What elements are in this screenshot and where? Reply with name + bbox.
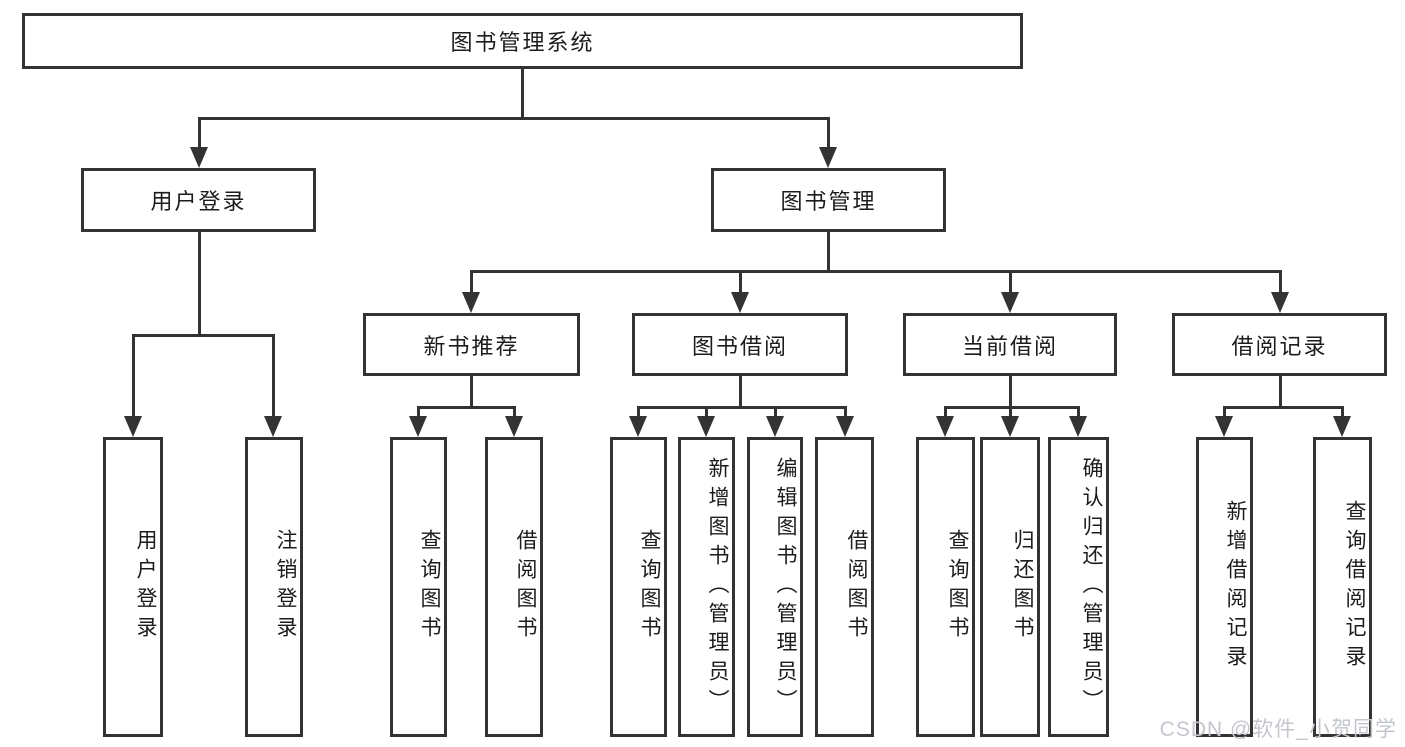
node-book-management: 图书管理 — [711, 168, 946, 232]
arrow-down-icon — [1215, 416, 1233, 437]
connector-line — [512, 407, 516, 416]
connector-line — [416, 405, 516, 409]
leaf-borrow-books-recommend: 借阅图书 — [485, 437, 543, 737]
arrow-down-icon — [766, 416, 784, 437]
connector-line — [469, 269, 1282, 273]
connector-line — [943, 407, 947, 416]
arrow-down-icon — [124, 416, 142, 437]
connector-line — [773, 407, 777, 416]
leaf-query-books-current: 查询图书 — [916, 437, 975, 737]
connector-line — [1008, 407, 1012, 416]
leaf-add-books-admin: 新增图书（管理员） — [678, 437, 735, 737]
connector-line — [131, 335, 135, 416]
connector-line — [1008, 376, 1012, 409]
connector-line — [826, 118, 830, 147]
arrow-down-icon — [936, 416, 954, 437]
connector-line — [1222, 405, 1344, 409]
arrow-down-icon — [1001, 292, 1019, 313]
node-book-borrow: 图书借阅 — [632, 313, 848, 376]
connector-line — [469, 376, 473, 409]
arrow-down-icon — [1271, 292, 1289, 313]
arrow-down-icon — [409, 416, 427, 437]
arrow-down-icon — [1069, 416, 1087, 437]
connector-line — [1076, 407, 1080, 416]
connector-line — [197, 232, 201, 337]
connector-line — [520, 69, 524, 120]
connector-line — [704, 407, 708, 416]
connector-line — [738, 271, 742, 292]
connector-line — [826, 232, 830, 273]
arrow-down-icon — [190, 147, 208, 168]
arrow-down-icon — [264, 416, 282, 437]
connector-line — [271, 335, 275, 416]
leaf-confirm-return-admin: 确认归还（管理员） — [1048, 437, 1109, 737]
node-current-borrow: 当前借阅 — [903, 313, 1117, 376]
connector-line — [943, 405, 1080, 409]
leaf-query-books-recommend: 查询图书 — [390, 437, 447, 737]
node-borrow-records: 借阅记录 — [1172, 313, 1387, 376]
leaf-query-books-borrow: 查询图书 — [610, 437, 667, 737]
connector-line — [131, 333, 275, 337]
arrow-down-icon — [819, 147, 837, 168]
connector-line — [843, 407, 847, 416]
connector-line — [416, 407, 420, 416]
connector-line — [1340, 407, 1344, 416]
node-user-login: 用户登录 — [81, 168, 316, 232]
leaf-user-login: 用户登录 — [103, 437, 163, 737]
leaf-borrow-books: 借阅图书 — [815, 437, 874, 737]
arrow-down-icon — [629, 416, 647, 437]
arrow-down-icon — [836, 416, 854, 437]
connector-line — [197, 116, 830, 120]
node-new-book-recommend: 新书推荐 — [363, 313, 580, 376]
leaf-edit-books-admin: 编辑图书（管理员） — [747, 437, 803, 737]
connector-line — [738, 376, 742, 409]
connector-line — [1008, 271, 1012, 292]
connector-line — [197, 118, 201, 147]
arrow-down-icon — [462, 292, 480, 313]
leaf-add-borrow-record: 新增借阅记录 — [1196, 437, 1253, 737]
connector-line — [636, 407, 640, 416]
arrow-down-icon — [697, 416, 715, 437]
node-root: 图书管理系统 — [22, 13, 1023, 69]
connector-line — [636, 405, 847, 409]
connector-line — [469, 271, 473, 292]
arrow-down-icon — [731, 292, 749, 313]
leaf-return-books: 归还图书 — [980, 437, 1040, 737]
connector-line — [1278, 271, 1282, 292]
arrow-down-icon — [1001, 416, 1019, 437]
watermark: CSDN @软件_小贺同学 — [1159, 718, 1397, 741]
arrow-down-icon — [1333, 416, 1351, 437]
connector-line — [1278, 376, 1282, 409]
leaf-query-borrow-record: 查询借阅记录 — [1313, 437, 1372, 737]
leaf-logout: 注销登录 — [245, 437, 303, 737]
connector-line — [1222, 407, 1226, 416]
arrow-down-icon — [505, 416, 523, 437]
